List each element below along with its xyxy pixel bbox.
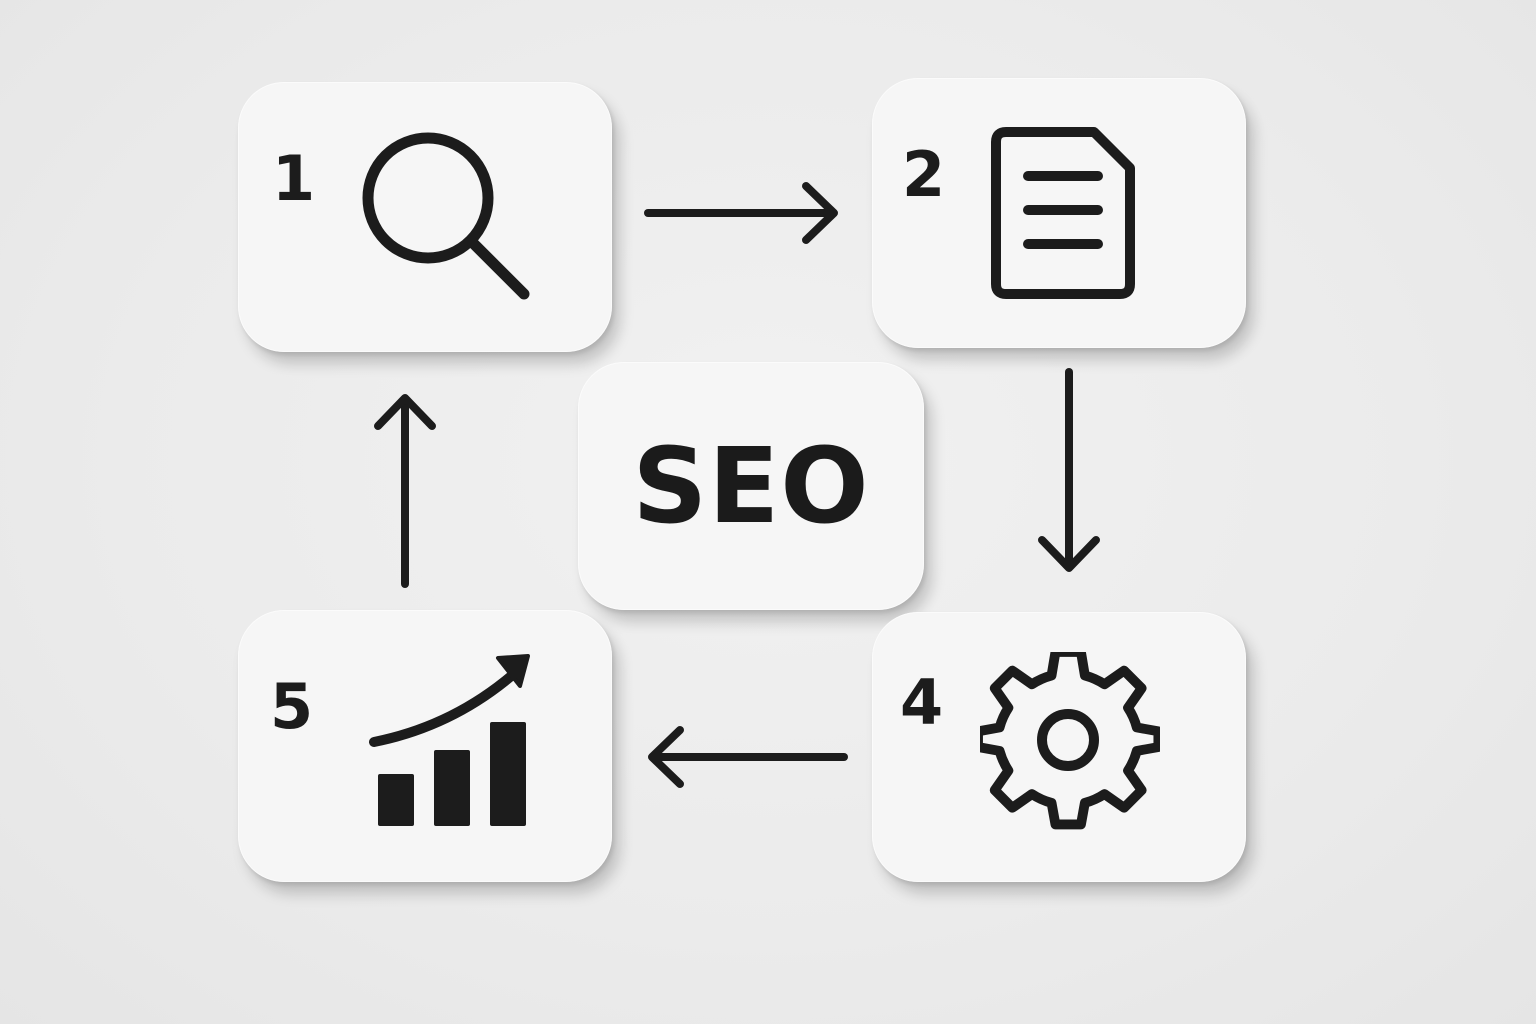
- arrow-left: [648, 726, 848, 788]
- center-card: SEO: [578, 362, 924, 610]
- gear-icon: [980, 652, 1160, 830]
- center-label: SEO: [632, 425, 870, 547]
- step-number-4: 4: [900, 666, 944, 739]
- document-icon: [991, 127, 1135, 299]
- step-card-2: 2: [872, 78, 1246, 348]
- magnifying-glass-icon: [362, 132, 530, 300]
- arrow-down: [1038, 368, 1100, 572]
- step-card-1: 1: [238, 82, 612, 352]
- step-card-5: 5: [238, 610, 612, 882]
- step-number-2: 2: [902, 138, 946, 211]
- step-number-5: 5: [270, 670, 314, 743]
- arrow-up: [374, 394, 436, 588]
- step-card-4: 4: [872, 612, 1246, 882]
- step-number-1: 1: [272, 142, 316, 215]
- growth-chart-icon: [369, 654, 530, 826]
- arrow-right: [644, 182, 838, 244]
